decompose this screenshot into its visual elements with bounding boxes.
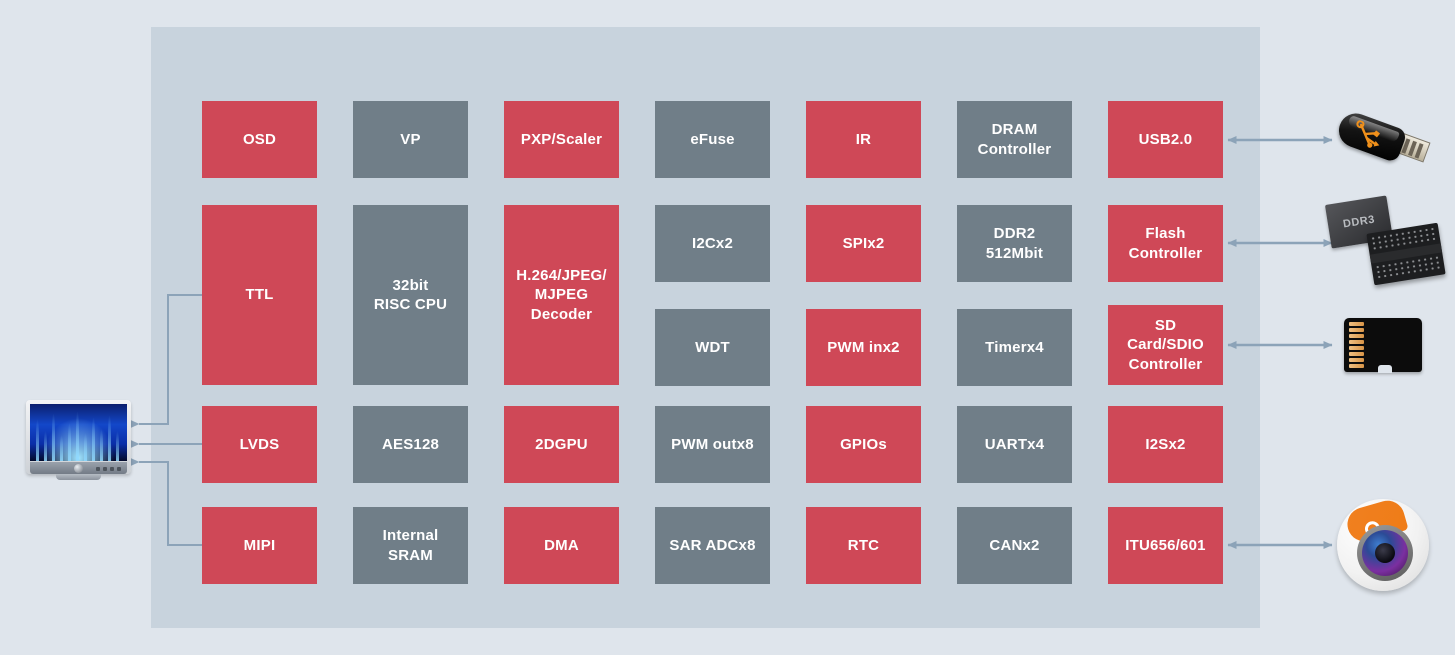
block-dma[interactable]: DMA [504,507,619,584]
camera-icon [1337,496,1431,593]
block-ddr2-512mbit[interactable]: DDR2 512Mbit [957,205,1072,282]
block-flash-controller[interactable]: Flash Controller [1108,205,1223,282]
block-timerx4[interactable]: Timerx4 [957,309,1072,386]
block-h264-jpeg-mjpeg-decoder[interactable]: H.264/JPEG/ MJPEG Decoder [504,205,619,385]
block-internal-sram[interactable]: Internal SRAM [353,507,468,584]
block-usb20[interactable]: USB2.0 [1108,101,1223,178]
usb-logo-icon [1356,120,1381,148]
block-pwm-inx2[interactable]: PWM inx2 [806,309,921,386]
block-lvds[interactable]: LVDS [202,406,317,483]
block-efuse[interactable]: eFuse [655,101,770,178]
block-pxp-scaler[interactable]: PXP/Scaler [504,101,619,178]
block-itu656-601[interactable]: ITU656/601 [1108,507,1223,584]
display-monitor-icon [26,400,131,485]
block-osd[interactable]: OSD [202,101,317,178]
ddr3-memory-chip-icon: DDR3 [1324,195,1446,290]
block-rtc[interactable]: RTC [806,507,921,584]
monitor-power-button[interactable] [74,464,83,473]
block-mipi[interactable]: MIPI [202,507,317,584]
block-uartx4[interactable]: UARTx4 [957,406,1072,483]
block-wdt[interactable]: WDT [655,309,770,386]
block-canx2[interactable]: CANx2 [957,507,1072,584]
block-gpios[interactable]: GPIOs [806,406,921,483]
block-dram-controller[interactable]: DRAM Controller [957,101,1072,178]
block-pwm-outx8[interactable]: PWM outx8 [655,406,770,483]
usb-body-icon [1334,108,1408,164]
block-ir[interactable]: IR [806,101,921,178]
block-aes128[interactable]: AES128 [353,406,468,483]
bga-package-icon [1366,222,1446,286]
block-i2cx2[interactable]: I2Cx2 [655,205,770,282]
usb-flash-drive-icon [1334,105,1432,175]
block-sar-adcx8[interactable]: SAR ADCx8 [655,507,770,584]
ddr3-chip-label: DDR3 [1342,213,1376,231]
block-i2sx2[interactable]: I2Sx2 [1108,406,1223,483]
block-risc-cpu[interactable]: 32bit RISC CPU [353,205,468,385]
block-2dgpu[interactable]: 2DGPU [504,406,619,483]
block-vp[interactable]: VP [353,101,468,178]
block-sd-card-sdio-controller[interactable]: SD Card/SDIO Controller [1108,305,1223,385]
block-spix2[interactable]: SPIx2 [806,205,921,282]
sd-contacts-icon [1349,322,1364,368]
monitor-indicator-leds [96,467,121,471]
block-ttl[interactable]: TTL [202,205,317,385]
monitor-screen [30,404,127,461]
microsd-card-icon [1340,312,1428,378]
